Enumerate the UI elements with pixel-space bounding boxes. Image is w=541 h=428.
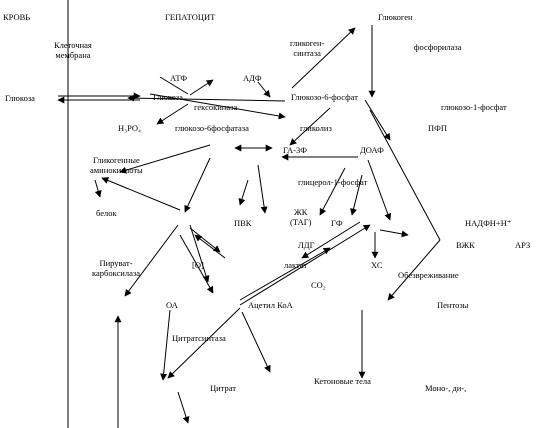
detox-arrow	[379, 229, 409, 238]
pentoses-arrow	[387, 239, 441, 301]
pyruvate-carboxylase-line2: карбоксилаза	[92, 268, 140, 278]
pvc-to-oa-arrow	[124, 224, 179, 297]
atp-label: АТФ	[170, 73, 188, 83]
co2-label: CO₂	[311, 280, 326, 290]
hepatocyte-label: ГЕПАТОЦИТ	[165, 12, 216, 22]
acetyl-coa-label: Ацетил КоА	[248, 300, 293, 310]
aa-to-protein-arrow	[94, 179, 102, 198]
membrane-label: Клеточная мембрана	[54, 40, 92, 60]
membrane-label-line1: Клеточная	[54, 40, 92, 50]
glycogen-synthase-line1: гликоген-	[290, 38, 325, 48]
aa-from-center-arrow	[101, 177, 181, 211]
ga3p-down-arrow	[257, 164, 268, 214]
glucose-cell-label: Глюкоза	[153, 92, 183, 102]
pfp-label: ПФП	[428, 123, 447, 133]
ldg-arrow	[301, 221, 361, 259]
arz-label: АРЗ	[515, 240, 531, 250]
glycolysis-down-arrow	[184, 157, 211, 213]
ga3p-label: ГА-3Ф	[283, 145, 307, 155]
adp-arrow	[257, 81, 271, 98]
lactate-label: лактат	[284, 260, 308, 270]
glycolysis-label: гликолиз	[300, 123, 332, 133]
atp-adp-arrow	[189, 79, 214, 96]
hexokinase-arrow	[149, 93, 286, 120]
hexokinase-label: гексокиназа	[194, 102, 238, 112]
h3po4-label: H₃PO₄	[118, 123, 141, 133]
acetylcoa-to-citrate-arrow	[167, 307, 241, 379]
glycogenic-aa-line2: аминокислоты	[90, 165, 143, 175]
pentoses-label: Пентозы	[437, 300, 469, 310]
g1p-label: глюкозо-1-фосфат	[441, 102, 507, 112]
pfp-arrow	[364, 99, 391, 141]
glycogenic-aa-label: Гликогенные аминокислоты	[90, 155, 143, 175]
acetylcoa-to-gf-arrow	[239, 224, 371, 306]
glycerol1p-label: глицерол-1-фосфат	[298, 177, 368, 187]
acetylcoa-to-fa-arrow	[239, 247, 331, 301]
xc-label: ХС	[371, 260, 383, 270]
atp-in-arrow	[159, 76, 189, 95]
acetylcoa-right-arrow	[241, 311, 271, 373]
ffa-label: ВЖК	[456, 240, 475, 250]
citrate-down-arrow	[177, 391, 190, 424]
citrate-label: Цитрат	[210, 383, 237, 393]
h3po4-arrow	[156, 103, 189, 125]
pyruvate-label: ПВК	[234, 218, 252, 228]
phosphorylase-label: фосфорилаза	[414, 42, 462, 52]
oa-label: ОА	[166, 300, 178, 310]
blood-label: КРОВЬ	[3, 12, 31, 22]
pyruvate-carboxylase-line1: Пируват-	[99, 258, 133, 268]
glycogen-synthase-label: гликоген- синтаза	[290, 38, 324, 58]
dhap-label: ДОАФ	[360, 145, 384, 155]
fatty-acids-label: ЖК (ТАГ)	[290, 207, 311, 227]
adp-label: АДФ	[243, 73, 262, 83]
oxygen-label: [O]	[192, 260, 204, 270]
dhap-to-fa-arrow	[319, 167, 346, 216]
protein-label: белок	[96, 208, 117, 218]
pvc-to-lactate-arrow-2	[194, 234, 226, 259]
oa-to-citrate-arrow	[160, 309, 171, 381]
g6pase-label: глюкозо-6фосфатаза	[175, 123, 249, 133]
ldg-label: ЛДГ	[298, 240, 315, 250]
pfp-to-pentoses-arrow	[369, 109, 441, 241]
g6p-to-glycogen-arrow	[291, 27, 356, 89]
citrate-synthase-label: Цитратсинтаза	[172, 333, 226, 343]
membrane-label-line2: мембрана	[55, 50, 91, 60]
nadph-label: НАДФН+Н⁺	[465, 218, 512, 228]
gf-label: ГФ	[331, 218, 343, 228]
g6p-label: Глюкозо-6-фосфат	[291, 92, 358, 102]
dhap-to-gf-arrow	[350, 174, 363, 216]
ga3p-to-pvc-arrow	[238, 179, 249, 206]
fatty-acids-line1: ЖК	[294, 207, 308, 217]
pvc-down-arrow	[189, 224, 210, 283]
gluconeogenesis-up-arrow	[119, 144, 211, 174]
glycogen-label: Глюкоген	[378, 12, 413, 22]
dhap-down-arrow	[367, 159, 392, 221]
ketone-bodies-label: Кетоновые тела	[314, 376, 371, 386]
glycolysis-arrow	[289, 107, 331, 146]
g6pase-arrow	[127, 94, 286, 102]
pvc-to-acetylcoa-arrow	[179, 234, 214, 294]
mono-di-label: Моно-, ди-,	[425, 383, 467, 393]
pyruvate-carboxylase-label: Пируват- карбоксилаза	[92, 258, 140, 278]
fatty-acids-line2: (ТАГ)	[290, 217, 312, 227]
glycogenic-aa-line1: Гликогенные	[93, 155, 140, 165]
glycogen-synthase-line2: синтаза	[293, 48, 321, 58]
detox-label: Обезвреживание	[398, 270, 459, 280]
pvc-to-lactate-arrow-1	[189, 227, 221, 253]
glucose-blood-label: Глюкоза	[5, 93, 35, 103]
